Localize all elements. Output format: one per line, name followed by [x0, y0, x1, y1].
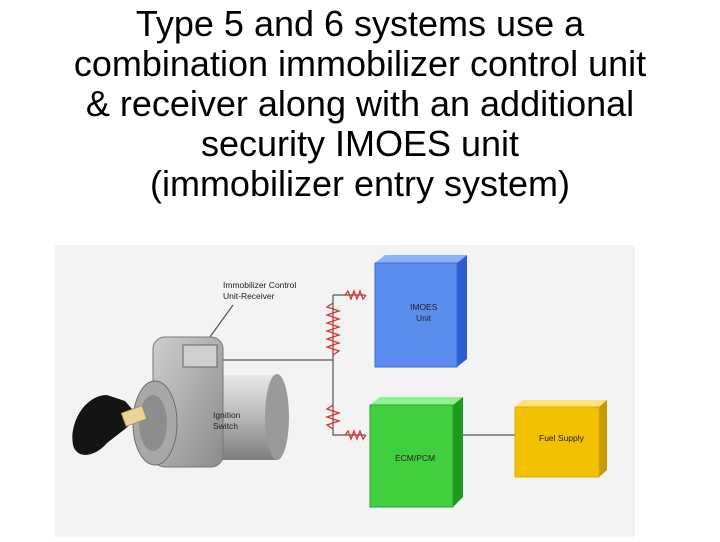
imoes-unit-box [374, 255, 467, 368]
title-line-1: Type 5 and 6 systems use a [135, 3, 585, 44]
ignition-label: Ignition Switch [213, 410, 240, 432]
key-head [72, 395, 139, 455]
title-line-2: combination immobilizer control unit [73, 43, 647, 84]
receiver-label-line-1: Immobilizer Control [223, 280, 297, 290]
ignition-label-line-1: Ignition [213, 410, 241, 420]
diagram-canvas [55, 245, 635, 537]
receiver-module [182, 344, 218, 368]
title-line-4: security IMOES unit [200, 123, 520, 164]
imoes-label: IMOES Unit [410, 302, 437, 324]
immobilizer-diagram: Immobilizer Control Unit-Receiver Igniti… [55, 245, 635, 537]
fuel-supply-box [514, 400, 607, 478]
title-line-5: (immobilizer entry system) [149, 163, 571, 204]
receiver-label-line-2: Unit-Receiver [223, 291, 275, 301]
imoes-label-line-1: IMOES [410, 302, 438, 312]
ecm-pcm-box [369, 397, 463, 508]
ecm-label: ECM/PCM [395, 453, 436, 463]
imoes-label-line-2: Unit [416, 313, 432, 323]
slide-title: Type 5 and 6 systems use a combination i… [0, 4, 720, 204]
title-line-3: & receiver along with an additional [85, 83, 635, 124]
fuel-label: Fuel Supply [539, 433, 584, 443]
key-blade [120, 405, 148, 427]
signal-waves [324, 289, 367, 441]
receiver-label: Immobilizer Control Unit-Receiver [223, 280, 296, 302]
ignition-label-line-2: Switch [213, 421, 239, 431]
ignition-switch [72, 336, 289, 468]
